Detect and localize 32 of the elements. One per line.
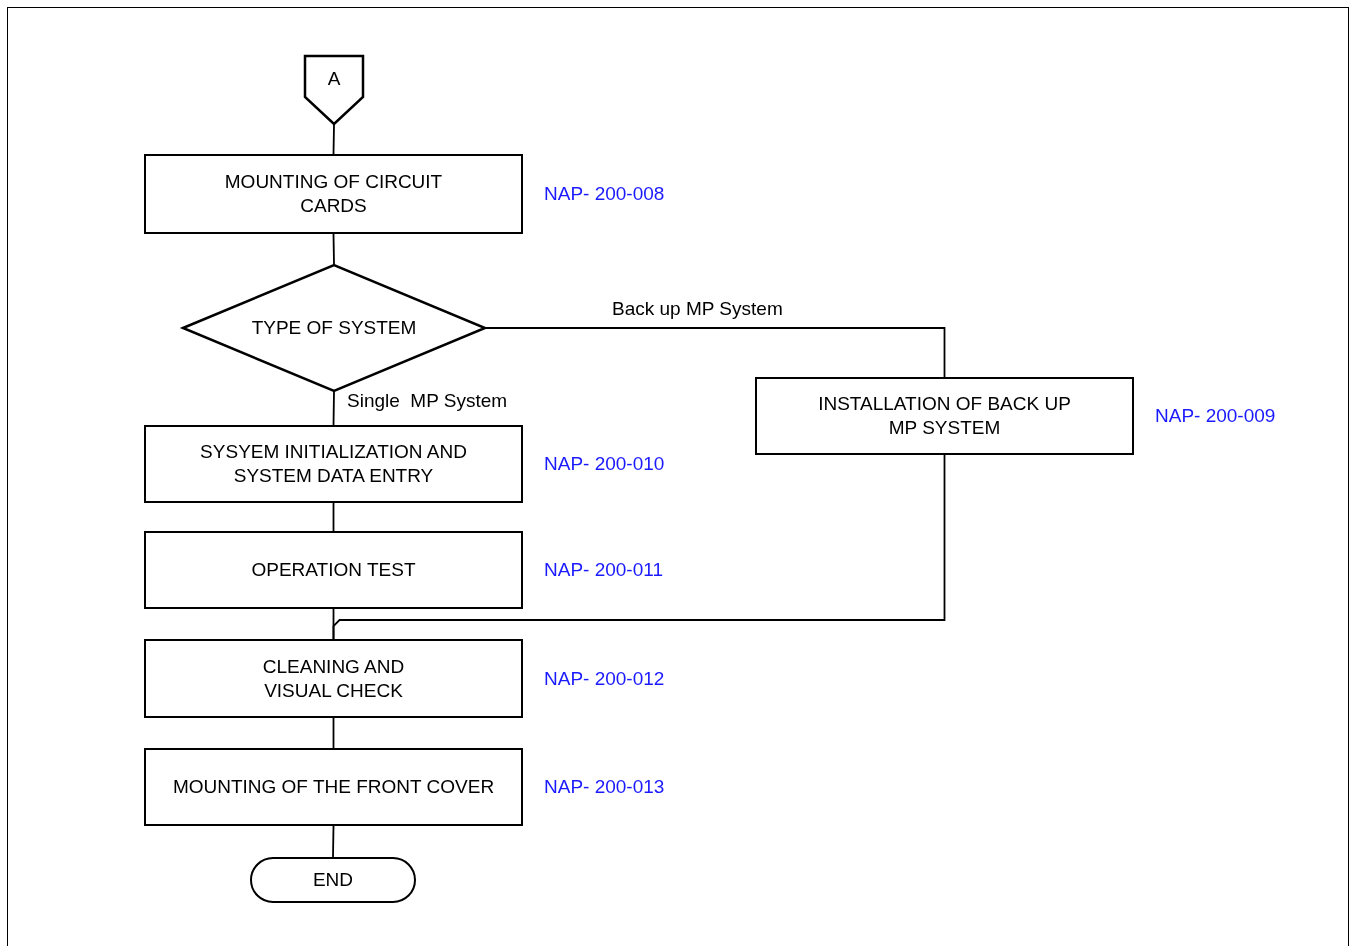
process-box [755, 377, 1134, 455]
connector-line [332, 124, 335, 155]
decision-diamond [182, 264, 486, 392]
node-text: SYSYEM INITIALIZATION AND SYSTEM DATA ENTRY [199, 440, 468, 488]
reference-code: NAP- 200-010 [544, 453, 665, 475]
terminator [250, 857, 416, 903]
node-text: OPERATION TEST [251, 558, 416, 582]
connector-line [332, 825, 335, 858]
off-page-connector [304, 55, 364, 125]
connector-line [332, 233, 335, 265]
node-text: CLEANING AND VISUAL CHECK [261, 654, 406, 703]
connector-line [332, 454, 946, 640]
connector-line [332, 717, 335, 749]
node-text: MOUNTING OF THE FRONT COVER [172, 775, 495, 799]
reference-code: NAP- 200-011 [544, 559, 663, 581]
connector-line [485, 327, 946, 378]
node-text: END [312, 868, 354, 892]
node-text: TYPE OF SYSTEM [251, 316, 417, 340]
process-box [144, 531, 523, 609]
process-box [144, 425, 523, 503]
connector-line [332, 391, 335, 426]
connector-line [332, 502, 335, 532]
node-text: A [327, 67, 341, 91]
reference-code: NAP- 200-008 [544, 183, 665, 205]
node-text: INSTALLATION OF BACK UP MP SYSTEM [817, 392, 1072, 440]
reference-code: NAP- 200-012 [544, 667, 665, 690]
process-box [144, 639, 523, 718]
reference-code: NAP- 200-013 [544, 776, 665, 798]
process-box [144, 748, 523, 826]
node-text: MOUNTING OF CIRCUIT CARDS [223, 170, 444, 218]
process-box [144, 154, 523, 234]
reference-code: NAP- 200-009 [1155, 405, 1276, 427]
